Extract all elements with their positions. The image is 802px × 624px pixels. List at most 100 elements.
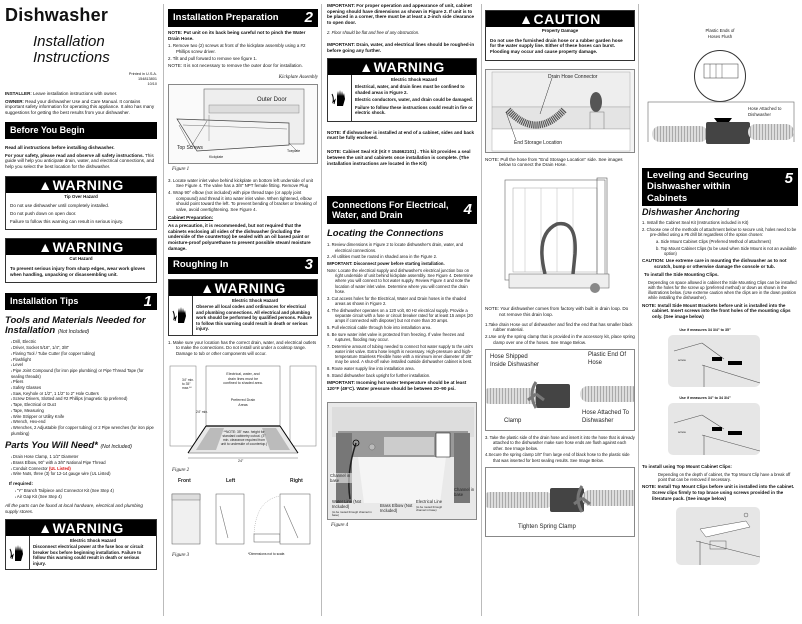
section-title: Installation Preparation <box>173 12 279 24</box>
list-item: "Y" Branch Tailpiece and Connector Kit (… <box>15 488 157 494</box>
installer-label: INSTALLER <box>5 90 31 96</box>
section-number: 1 <box>143 292 152 310</box>
spring-clamp-icon <box>527 381 545 409</box>
label-hose-shipped: Hose Shipped Inside Dishwasher <box>490 354 540 368</box>
warning-subtitle: Cut Hazard <box>69 256 93 262</box>
subtitle-line-1: Installation <box>33 32 105 50</box>
list-item: Conduit Connector (UL Listed) <box>11 466 157 472</box>
warning-text-block: Electric Shock Hazard Electrical, water,… <box>352 75 476 121</box>
step-item: 1. Make sure your location has the corre… <box>168 339 317 356</box>
roughing-steps: 1. Make sure your location has the corre… <box>168 340 318 357</box>
column-1: Dishwasher Installation Instructions Pri… <box>5 0 157 624</box>
parts-heading: Parts You Will Need* (Not Included) <box>5 441 157 451</box>
label-top-screws: Top Screws <box>177 145 203 152</box>
cabinet-prep-text: As a precaution, it is recommended, but … <box>168 222 311 251</box>
label-screw: screw <box>678 429 686 434</box>
note-cabinet-seal-kit: NOTE: Cabinet Seal Kit (Kit # 154662101)… <box>327 149 471 166</box>
owner-text: : Read your dishwasher Use and Care Manu… <box>5 98 155 116</box>
label-clamp: Clamp <box>504 418 522 425</box>
parts-heading-text: Parts You Will Need* <box>5 440 98 452</box>
section-header-installation-tips: Installation Tips 1 <box>5 292 157 311</box>
list-item: Wrench, Hex-end <box>11 419 157 425</box>
doc-subtitle: Installation Instructions <box>33 32 157 68</box>
figure-drain-hose-storage: Drain Hose Connector End Storage Locatio… <box>485 68 635 153</box>
read-all-text: Read all instructions before installing … <box>5 144 115 150</box>
label-water-line-note: (to be routed through channel in base) <box>332 509 372 517</box>
warning-line: Electrical, water, and drain lines must … <box>355 84 465 95</box>
view-left-label: Left <box>226 478 236 485</box>
figure-hoses-flush: Plastic Ends of Hoses Flush Hose Attache… <box>642 22 798 144</box>
side-clip-1-drawing <box>673 342 761 387</box>
warning-line: Electric conductors, water, and drain co… <box>355 97 473 103</box>
warning-title-bar: ▲WARNING <box>6 239 156 256</box>
side-clip-1-label: Use if measures 34 3/4" to 35" <box>679 327 731 332</box>
hose-steps-a: 1.Take drain Hose out of dishwasher and … <box>485 322 635 346</box>
section-header-roughing-in: Roughing In 3 <box>168 256 318 274</box>
step-item: 3. Locate water inlet valve behind kickp… <box>168 177 313 189</box>
warning-title: WARNING <box>52 519 124 536</box>
column-5: Plastic Ends of Hoses Flush Hose Attache… <box>642 0 798 624</box>
warning-title-bar: ▲WARNING <box>6 519 156 536</box>
step-item: 6. Be sure water inlet valve is protecte… <box>327 331 465 342</box>
label-screw: screw <box>678 357 686 362</box>
prep-steps-a: 1. Remove two (2) screws at front of the… <box>168 43 318 61</box>
label-depth: 24" min. <box>196 410 208 415</box>
warning-text-block: Electric Shock Hazard Observe all local … <box>193 296 317 335</box>
black-hose-end <box>706 122 750 144</box>
side-mount-text: Depending on space allowed in cabinet th… <box>648 279 797 301</box>
section-header-connections: Connections For Electrical, Water, and D… <box>327 196 477 225</box>
drain-loop-drawing <box>504 177 610 294</box>
label-shaded-area: Electrical, water, and drain lines must … <box>223 372 263 386</box>
prep-steps-b: 3. Locate water inlet valve behind kickp… <box>168 178 318 213</box>
owner-label: OWNER <box>5 98 23 104</box>
warning-text: Disconnect electrical power at the fuse … <box>33 544 144 566</box>
warning-cut-hazard: ▲WARNING Cut Hazard To prevent serious i… <box>5 238 157 284</box>
note-outer-door: NOTE: It is not necessary to remove the … <box>168 63 303 69</box>
figure-1-title: Kickplate Assembly <box>278 75 318 81</box>
step-item: 7. Determine amount of tubing needed to … <box>327 343 474 365</box>
figure-3-caption: Figure 3 <box>172 553 190 559</box>
list-item: Air Gap Kit (See Step 4) <box>15 494 157 500</box>
list-item: Tape, Electrical or Duct <box>11 402 157 408</box>
warning-electric-shock-3: ▲WARNING Electric Shock Hazard Electrica… <box>327 57 477 122</box>
figure-3-footer: Figure 3 *Dimensions not to scale. <box>168 550 318 563</box>
list-item: Wrenches, 2 Adjustable (for copper tubin… <box>11 425 157 436</box>
warning-line: Do not use dishwasher until completely i… <box>10 203 110 209</box>
warning-subtitle: Electric Shock Hazard <box>231 297 279 303</box>
view-right-label: Right <box>290 478 303 485</box>
figure-4-underside: Channel in base Channel in base Water Li… <box>327 401 477 520</box>
note-pull-hose: NOTE: Pull the hose from "End Storage Lo… <box>485 156 623 168</box>
installer-note: INSTALLER: Leave installation instructio… <box>5 91 157 97</box>
shock-hand-icon <box>169 295 193 335</box>
list-item: Flashlight <box>11 357 157 363</box>
label-toeplate: Toeplate <box>287 149 301 154</box>
warning-title-bar: ▲WARNING <box>328 58 476 75</box>
cabinet-prep-title: Cabinet Preparation: <box>168 215 214 221</box>
figure-4-caption: Figure 4 <box>331 522 349 528</box>
list-item: Driver, Socket 5/16", 1/4", 3/8" <box>11 345 157 351</box>
warning-tip-over: ▲WARNING Tip Over Hazard Do not use dish… <box>5 175 157 231</box>
section-title-line: Cabinets <box>647 192 688 204</box>
warning-line: Failure to follow this warning can resul… <box>10 218 124 224</box>
caution-text: Do not use the furnished drain hose or a… <box>490 37 623 54</box>
column-divider <box>481 4 482 616</box>
section-title: Leveling and Securing Dishwasher within … <box>647 170 748 204</box>
figure-3-unit-dimensions: Front Left Right <box>168 478 318 550</box>
parts-note: (Not Included) <box>100 444 132 451</box>
top-mount-title: To install using Top Mount Cabinet Clips… <box>642 463 732 469</box>
warning-content: Electric Shock Hazard Observe all local … <box>169 295 317 335</box>
top-clip-photo <box>676 507 761 566</box>
label-electrical-line: Electrical Line <box>416 498 443 504</box>
step-item: 5. Pull electrical cable through hole in… <box>327 324 432 330</box>
list-item: Pipe Joint Compound (for iron pipe plumb… <box>11 368 157 379</box>
if-required-label: If required: <box>9 481 33 487</box>
list-item: Saw, Keyhole or 1/2", 1 1/2" to 2" Hole … <box>11 391 157 397</box>
caution-triangle-icon: ▲ <box>519 11 534 27</box>
print-date: 10/10 <box>147 81 157 86</box>
warning-subtitle: Electric Shock Hazard <box>390 76 438 82</box>
label-brass-elbow: Brass Elbow (Not Included) <box>380 502 413 513</box>
side-clip-2-drawing <box>673 414 761 455</box>
anchor-steps: 1. Install the Cabinet Seal Kit (Instruc… <box>642 220 798 237</box>
warning-text: To prevent serious injury from sharp edg… <box>10 265 146 277</box>
list-item: Drill, Electric <box>11 339 157 345</box>
